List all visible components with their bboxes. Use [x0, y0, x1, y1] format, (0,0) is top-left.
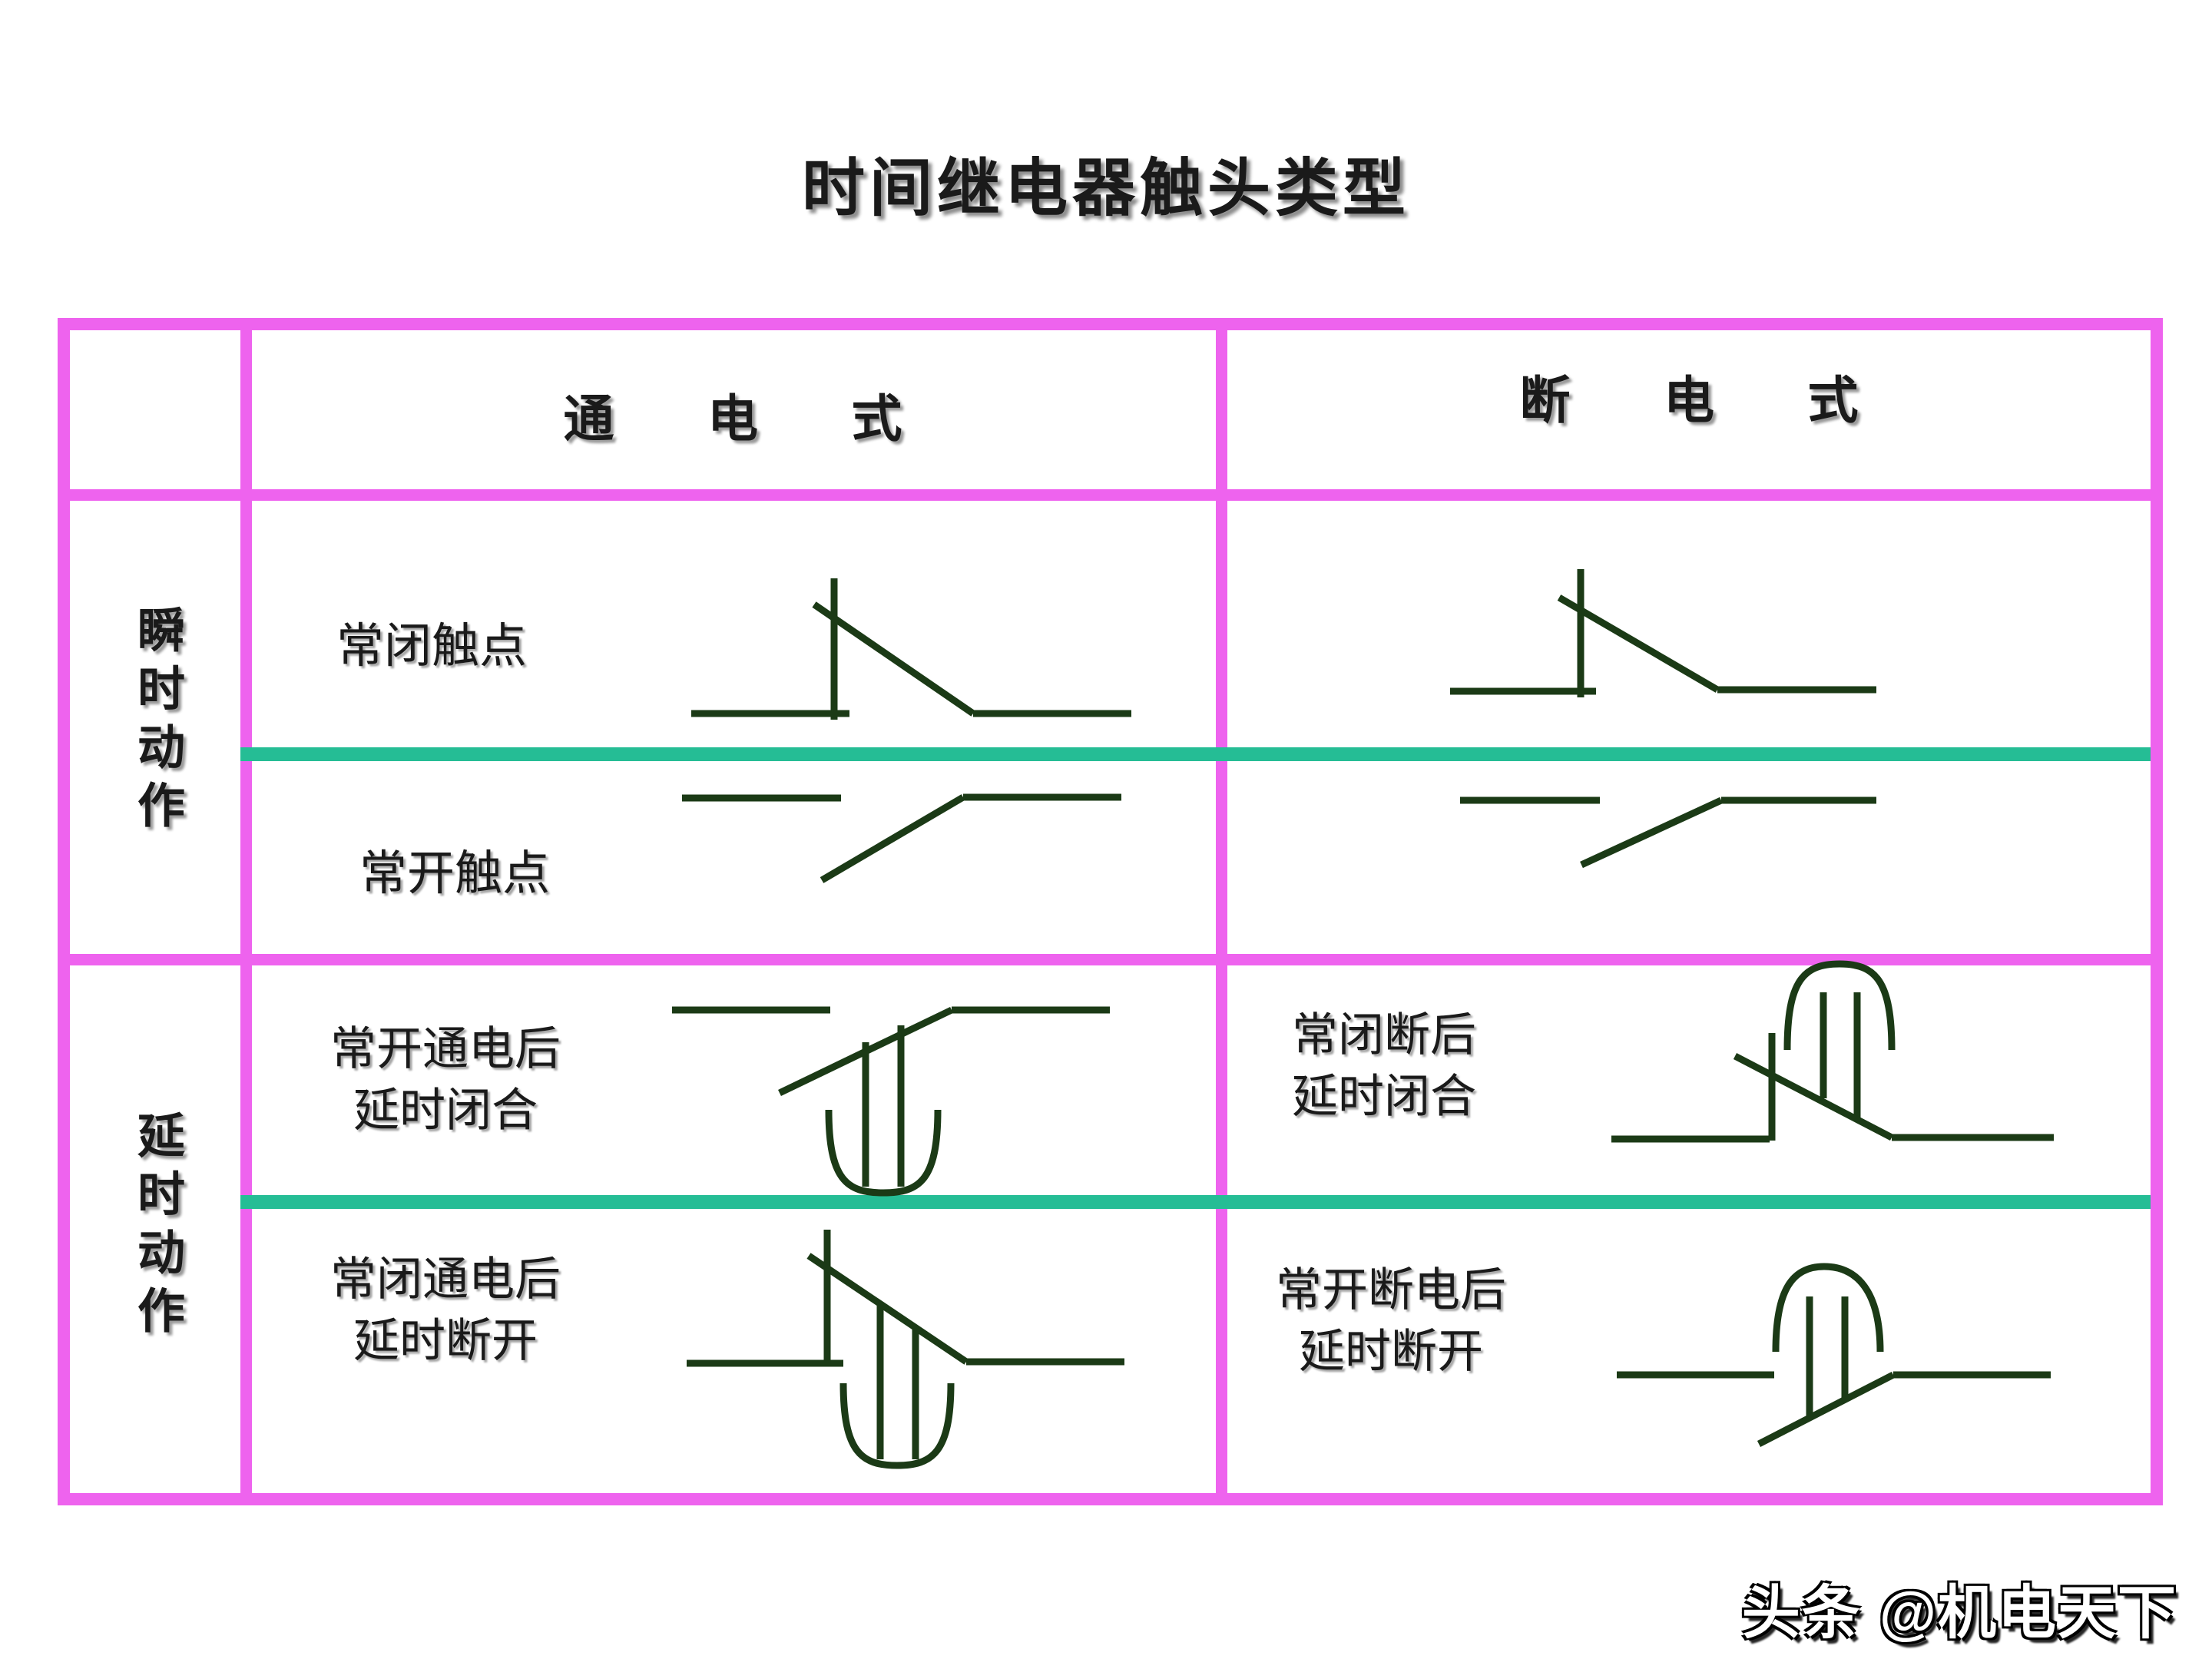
no-on-delay-closing-symbol — [672, 1006, 1110, 1197]
page-title: 时间继电器触头类型 — [801, 154, 1410, 224]
label-line: 常开通电后 — [330, 1024, 561, 1075]
column-divider-left — [240, 330, 252, 1493]
label-nc-on-delay-opening: 常闭通电后 延时断开 — [276, 1249, 614, 1372]
toutiao-watermark: 头条 @机电天下 — [1741, 1581, 2177, 1646]
contact-type-table — [58, 318, 2163, 1505]
label-no-on-delay-closing: 常开通电后 延时闭合 — [276, 1018, 614, 1141]
label-line: 延时断开 — [353, 1316, 538, 1366]
col-header-energized: 通 电 式 — [563, 392, 902, 448]
label-line: 延时闭合 — [1292, 1071, 1476, 1122]
col-header-deenergized: 断 电 式 — [1519, 373, 1859, 429]
label-line: 延时断开 — [1299, 1326, 1483, 1377]
normally-closed-contact-symbol-deenergized — [1450, 569, 1876, 697]
label-nc-off-delay-closing: 常闭断后 延时闭合 — [1223, 1005, 1545, 1128]
label-line: 延时闭合 — [353, 1085, 538, 1136]
teal-separator-delay — [240, 1195, 2151, 1209]
label-normally-open-contact: 常开触点 — [359, 848, 551, 900]
label-line: 常开断电后 — [1276, 1265, 1506, 1316]
nc-on-delay-opening-symbol — [687, 1230, 1124, 1469]
section-row-divider — [70, 954, 2151, 965]
nc-off-delay-closing-symbol — [1611, 960, 2054, 1143]
normally-closed-contact-symbol-energized — [691, 578, 1131, 720]
header-row-divider — [70, 489, 2151, 501]
label-line: 常闭通电后 — [330, 1254, 561, 1305]
label-normally-closed-contact: 常闭触点 — [336, 621, 528, 673]
teal-separator-instant — [240, 747, 2151, 761]
normally-open-contact-symbol-deenergized — [1460, 796, 1876, 869]
normally-open-contact-symbol-energized — [682, 793, 1121, 883]
label-no-off-delay-opening: 常开断电后 延时断开 — [1226, 1260, 1556, 1382]
no-off-delay-opening-symbol — [1617, 1263, 2051, 1448]
row-group-instant-action: 瞬时动作 — [130, 605, 182, 839]
row-group-delayed-action: 延时动作 — [130, 1111, 182, 1344]
label-line: 常闭断后 — [1292, 1010, 1476, 1061]
